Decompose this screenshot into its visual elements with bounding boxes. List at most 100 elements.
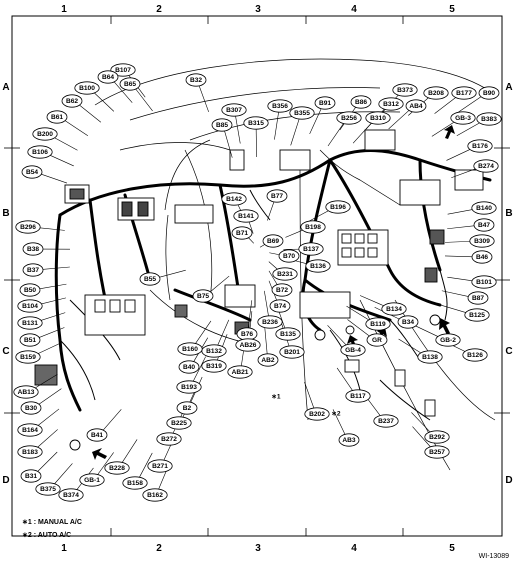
- connector-label: B225: [171, 420, 187, 427]
- leader-line: [431, 120, 456, 137]
- connector-label: B236: [262, 319, 278, 326]
- leader-line: [93, 91, 115, 112]
- connector-label: B159: [20, 354, 36, 361]
- connector-oval: [269, 299, 291, 313]
- leader-line: [36, 342, 62, 355]
- connector-oval: [176, 401, 198, 415]
- connector-oval: [227, 365, 253, 379]
- connector-callout: B138: [417, 350, 443, 364]
- leader-line: [267, 201, 275, 221]
- connector-label: B373: [397, 87, 413, 94]
- connector-label: B74: [274, 303, 286, 310]
- connector-label: B237: [378, 418, 394, 425]
- leader-line: [388, 109, 410, 130]
- connector-oval: [271, 283, 293, 297]
- connector-label: AB3: [342, 437, 356, 444]
- grid-column-label: 5: [449, 4, 455, 15]
- connector-label: GB-3: [455, 115, 471, 122]
- connector-oval: [300, 220, 326, 234]
- grid-column-label: 1: [61, 4, 67, 15]
- grid-column-label: 2: [156, 543, 162, 554]
- connector-oval: [20, 401, 42, 415]
- leader-line: [247, 237, 254, 244]
- connector-label: B193: [181, 384, 197, 391]
- connector-oval: [476, 112, 502, 126]
- leader-line: [48, 154, 74, 167]
- connector-oval: [257, 353, 279, 367]
- connector-oval: [178, 360, 200, 374]
- connector-label: B134: [386, 306, 402, 313]
- connector-callout: B271: [147, 459, 173, 473]
- grid-row-label: B: [505, 208, 512, 219]
- connector-callout: B228: [104, 461, 130, 475]
- connector-oval: [278, 249, 300, 263]
- leader-line: [38, 297, 67, 305]
- connector-label: B160: [182, 346, 198, 353]
- leader-line: [198, 85, 209, 113]
- connector-callout: B125: [464, 308, 490, 322]
- connector-label: B131: [22, 320, 38, 327]
- connector-oval: [350, 95, 372, 109]
- connector-label: B34: [402, 319, 414, 326]
- connector-callout: B86: [350, 95, 372, 109]
- connector-callout: B117: [345, 389, 371, 403]
- connector-label: B164: [22, 427, 38, 434]
- connector-callout: B40: [178, 360, 200, 374]
- connector-oval: [221, 192, 247, 206]
- connector-callout: B87: [467, 291, 489, 305]
- grid-column-label: 3: [255, 4, 261, 15]
- connector-oval: [176, 380, 202, 394]
- connector-label: B50: [24, 287, 36, 294]
- connector-label: B51: [24, 337, 36, 344]
- connector-oval: [185, 73, 207, 87]
- grid-row-label: D: [2, 475, 9, 486]
- connector-oval: [325, 200, 351, 214]
- leader-line: [274, 111, 279, 140]
- leader-line: [97, 452, 114, 476]
- connector-label: B355: [294, 110, 310, 117]
- connector-label: B176: [472, 143, 488, 150]
- star-mark: ∗1: [271, 394, 281, 401]
- connector-label: B177: [456, 90, 472, 97]
- leader-line: [346, 305, 371, 322]
- connector-callout: B164: [17, 423, 43, 437]
- connector-callout: B375: [35, 482, 61, 496]
- connector-oval: [13, 385, 39, 399]
- connector-callout: B177: [451, 86, 477, 100]
- connector-label: B126: [467, 352, 483, 359]
- leader-line: [352, 122, 373, 144]
- connector-callout: B69: [262, 234, 284, 248]
- connector-oval: [139, 272, 161, 286]
- connector-label: B71: [236, 230, 248, 237]
- connector-oval: [423, 86, 449, 100]
- leader-line: [194, 320, 212, 345]
- connector-oval: [22, 263, 44, 277]
- connector-callout: B237: [373, 414, 399, 428]
- connector-oval: [417, 350, 443, 364]
- leader-line: [309, 108, 322, 135]
- connector-callout: B176: [467, 139, 493, 153]
- connector-label: B47: [478, 222, 490, 229]
- connector-label: B75: [197, 293, 209, 300]
- connector-label: B272: [161, 436, 177, 443]
- connector-label: B117: [350, 393, 366, 400]
- leader-line: [411, 412, 431, 433]
- leader-line: [304, 381, 315, 409]
- connector-callout: B65: [119, 77, 141, 91]
- connector-label: B72: [276, 287, 288, 294]
- connector-label: B41: [91, 432, 103, 439]
- connector-label: AB21: [232, 369, 249, 376]
- connector-callout: B76: [236, 327, 258, 341]
- connector-oval: [20, 469, 42, 483]
- connector-label: B136: [310, 263, 326, 270]
- connector-label: B37: [27, 267, 39, 274]
- connector-label: B54: [26, 169, 38, 176]
- connector-callout: B236: [257, 315, 283, 329]
- connector-label: B135: [280, 331, 296, 338]
- connector-oval: [397, 315, 419, 329]
- connector-label: B138: [422, 354, 438, 361]
- connector-oval: [289, 106, 315, 120]
- connector-callout: B200: [32, 127, 58, 141]
- leader-line: [192, 356, 206, 382]
- connector-callout: B54: [21, 165, 43, 179]
